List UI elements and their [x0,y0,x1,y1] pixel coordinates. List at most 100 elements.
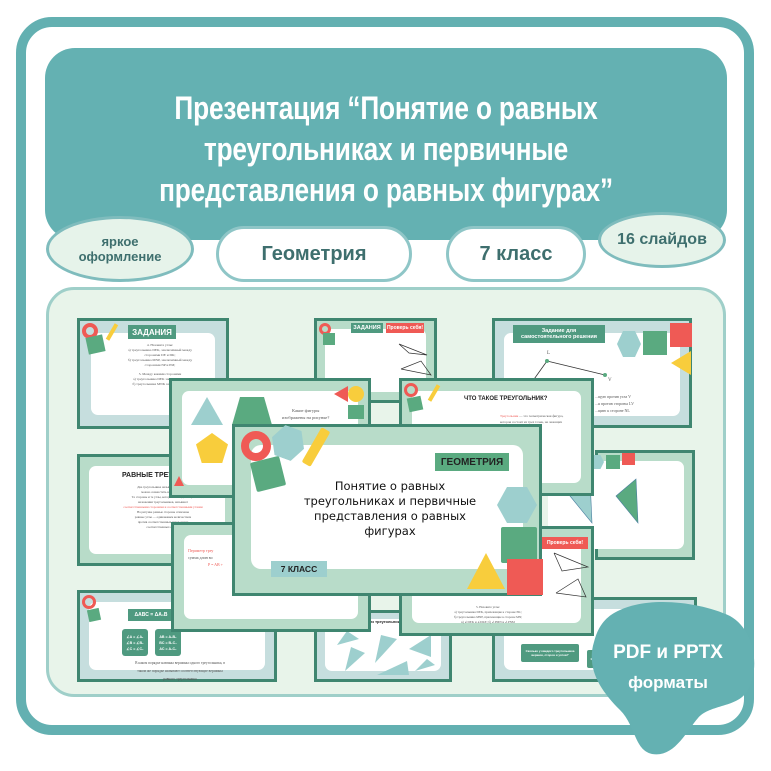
text-line: таком же порядке называют соответствующи… [137,669,223,673]
title-line-3: представления о равных фигурах” [159,172,613,208]
text-line: сумма длин во [188,555,213,560]
text-line: которая состоит из трех точек, не лежащи… [500,419,563,424]
square-shape-icon [348,405,364,419]
slide-body-text: Два треугольника называют равными, можно… [98,485,228,530]
text-line: P = AB + [208,562,223,567]
subject-label: Геометрия [261,242,367,265]
text-line: сторонами DE и DK; [144,353,176,357]
grade-tag: 7 КЛАСС [271,561,327,577]
text-line: На рисунке равные стороны отмечены [136,510,190,514]
highlight-term: Треугольник [500,414,519,418]
text-line: равного треугольника [163,677,197,681]
text-line: а) треугольника DEK заключён угол [133,377,187,381]
formats-line1: PDF и PPTX [613,642,723,663]
question-text: Какие фигуры изображены на рисунке? [282,407,329,421]
slide-heading: РАВНЫЕ ТРЕУГОЛЬ [122,472,192,479]
slide-body-text: 5. Назовите углы: а) треугольника DEK, п… [418,605,558,625]
text-line: можно совместить наложением. [141,490,185,494]
text-line: изображены на рисунке? [282,415,330,420]
text-line: ∠B = ∠B₁ [126,640,144,645]
text-line: 4. Назовите углы: [146,343,174,347]
sides-card: AB = A₁B₁ BC = B₁C₁ AC = A₁C₁ [155,629,181,656]
ring-shape-icon [404,383,418,397]
text-line: ...щую против угла V [595,394,632,399]
square-shape-icon [323,333,335,345]
square-shape-icon [86,607,102,623]
grade-badge: 7 класс [446,226,586,282]
slide-tag: ΔABC = ΔA₁B [128,609,174,621]
formats-badge: PDF и PPTX форматы [598,640,738,696]
red-square-icon [622,453,635,465]
text-line: а) треугольника DEK, прилежащие к сторон… [454,610,522,614]
text-line: против соответственных углов лежат [137,520,189,524]
text-line: а) треугольника DEK, заключённый между [127,348,193,352]
slide-body-text: 4. Назовите углы: а) треугольника DEK, з… [100,343,220,387]
page-title: Презентация “Понятие о равных треугольни… [106,88,665,211]
point-label: L [547,351,551,356]
angles-card: ∠A = ∠A₁ ∠B = ∠B₁ ∠C = ∠C₁ [122,629,148,656]
title-line-2: треугольниках и первичные [203,131,569,167]
slide-tag: Задание для самостоятельного решения [513,325,605,343]
text-line: 5. Назовите углы: [476,605,500,609]
square-shape-icon [501,527,537,563]
red-square-icon [670,323,692,347]
red-triangle-icon [174,476,184,486]
perimeter-heading: Периметр треу [188,548,214,553]
check-yourself-tag: Проверь себя! [542,537,588,549]
cover-title-line: Понятие о равных [334,479,446,493]
formats-line2: форматы [628,673,708,692]
cover-title-line: треугольниках и первичные [303,494,477,508]
slide-tag: ЗАДАНИЯ [128,325,176,339]
ring-shape-icon [82,595,96,609]
text-line: ...щию к стороне NL [595,408,630,413]
grade-label: 7 класс [479,242,553,265]
slides-preview-panel: ЗАДАНИЯ 4. Назовите углы: а) треугольник… [46,287,726,697]
square-shape-icon [406,395,424,413]
text-line: ∠A = ∠A₁ [126,634,144,639]
text-line: соответственных сторон [146,525,180,529]
design-badge-line1: яркое [101,234,139,249]
design-badge-line2: оформление [78,249,162,264]
text-line: в) ∠DEK и ∠DKE; б) ∠PMN и ∠PNM [461,620,515,624]
cover-title-line: фигурах [364,524,416,538]
text-line: BC = B₁C₁ [159,640,177,645]
text-line: б) треугольника MNP, прилежащие к сторон… [453,615,523,619]
check-yourself-tag: Проверь себя! [386,323,424,333]
title-banner: Презентация “Понятие о равных треугольни… [45,48,727,240]
text-line: В каком порядке названы вершины одного т… [135,661,225,665]
text-line: ...я против стороны LV [595,401,634,406]
text-line: наложении треугольников, называют [137,500,189,504]
red-square-icon [507,559,543,595]
text-line: 5. Между какими сторонами [138,372,182,376]
text-line: равные углы — одинаковым количеством [134,515,192,519]
title-line-1: Презентация “Понятие о равных [174,90,598,126]
triangles-diagram [337,631,435,675]
subject-badge: Геометрия [216,226,412,282]
slide-triangle-pair [548,450,695,560]
square-shape-icon [643,331,667,355]
text-line: — это геометрическая фигура, [519,414,564,418]
text-line: б) треугольника MNP, заключённый между [127,358,193,362]
triangles-diagram [398,343,432,376]
text-line: AB = A₁B₁ [159,634,177,639]
slide-body-text: В каком порядке названы вершины одного т… [98,659,262,683]
text-line: соответственными сторонами и соответстве… [123,505,203,509]
slide-cover: ГЕОМЕТРИЯ Понятие о равных треугольниках… [232,424,543,596]
subject-tag: ГЕОМЕТРИЯ [435,453,509,471]
tag-line: самостоятельного решения [520,334,598,340]
point-label: V [608,378,612,383]
cover-title-line: представления о равных [314,509,466,523]
text-line: б) треугольника MNK заключён угол [132,382,188,386]
slide-heading: Какие из треугольников [357,619,405,624]
slide-body-text: ...щую против угла V ...я против стороны… [595,393,634,414]
text-line: Какие фигуры [292,408,320,413]
formats-blob-shape [591,602,755,755]
slide-heading: ЧТО ТАКОЕ ТРЕУГОЛЬНИК? [464,396,548,402]
question-card: Сколько у каждого треугольника вершин, с… [521,644,579,662]
slide-tag: ЗАДАНИЯ [351,323,383,333]
hexagon-shape-icon [617,331,641,357]
slides-count-badge: 16 слайдов [598,212,726,268]
text-line: Те стороны и те углы, которые совпадают … [131,495,195,499]
text-line: Два треугольника называют равными, [137,485,189,489]
